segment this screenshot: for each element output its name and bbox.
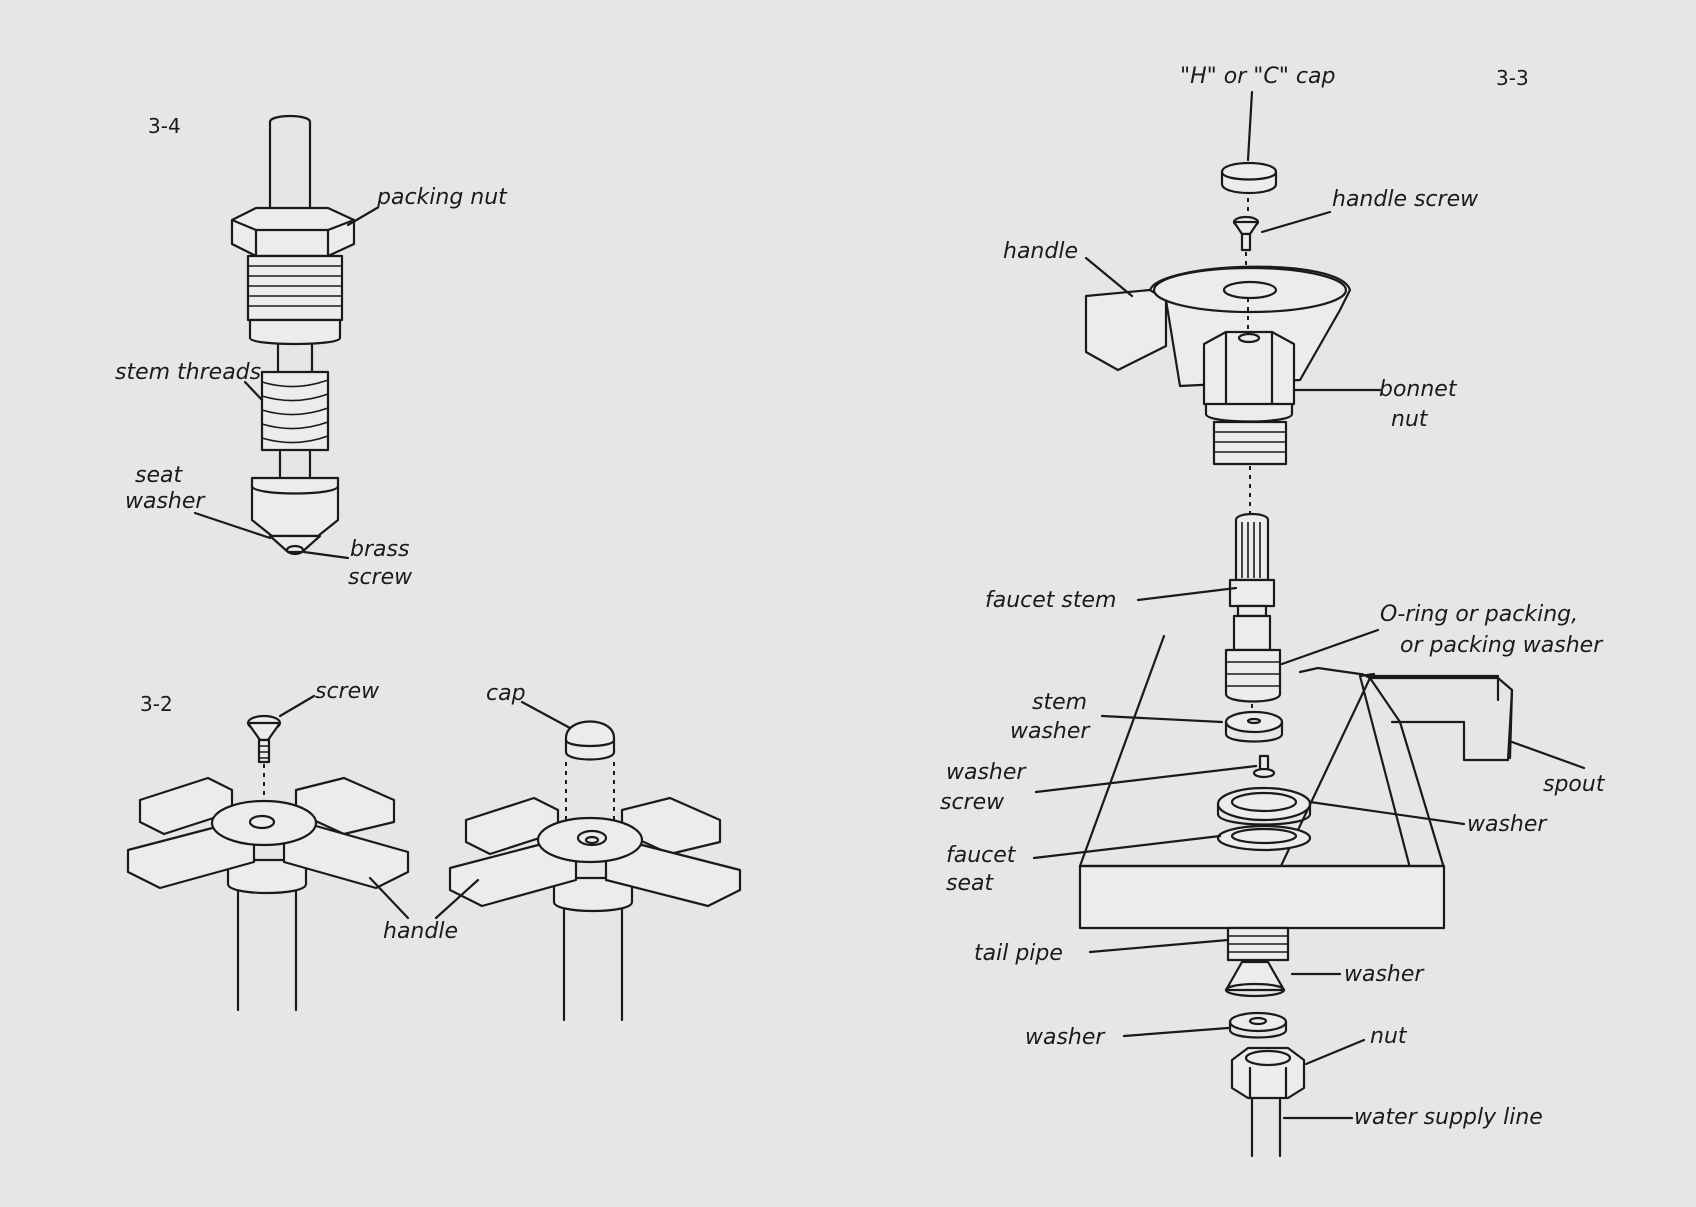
label-bonnet-nut-line1: bonnet: [1379, 377, 1458, 402]
cross-handle-right: [448, 720, 742, 1022]
label-cap: cap: [486, 681, 526, 706]
figure-number-3-2: 3-2: [140, 692, 173, 716]
label-washer-a: washer: [1467, 812, 1548, 837]
figure-3-2-cross-handles: 3-2: [126, 679, 742, 1022]
label-washer-screw-line1: washer: [946, 760, 1027, 785]
label-faucet-stem: faucet stem: [985, 588, 1116, 613]
label-spout: spout: [1543, 772, 1606, 797]
label-washer-screw-line2: screw: [940, 790, 1005, 815]
label-stem-washer-line2: washer: [1010, 719, 1091, 744]
label-handle: handle: [1003, 239, 1078, 264]
label-oring-line1: O-ring or packing,: [1380, 602, 1578, 627]
figure-3-3-compression-faucet: 3-3: [940, 64, 1606, 1158]
label-handle-screw: handle screw: [1332, 187, 1479, 212]
figure-number-3-4: 3-4: [148, 114, 181, 138]
label-washer-b: washer: [1344, 962, 1425, 987]
label-hc-cap: "H" or "C" cap: [1180, 64, 1335, 89]
cross-handle-left: [126, 714, 410, 1012]
label-water-supply-line: water supply line: [1354, 1105, 1543, 1130]
label-brass-screw-line1: brass: [350, 537, 409, 562]
figure-3-4-stem-assembly: 3-4 packing nut stem threads seat washer…: [115, 114, 508, 590]
label-seat-washer-line2: washer: [125, 489, 206, 514]
label-bonnet-nut-line2: nut: [1391, 407, 1429, 432]
label-tail-pipe: tail pipe: [974, 941, 1063, 966]
label-screw: screw: [315, 679, 380, 704]
label-handle-cross: handle: [383, 919, 458, 944]
label-nut: nut: [1370, 1024, 1408, 1049]
label-stem-washer-line1: stem: [1032, 690, 1087, 715]
label-stem-threads: stem threads: [115, 360, 261, 385]
label-oring-line2: or packing washer: [1400, 633, 1604, 658]
label-seat-washer-line1: seat: [135, 463, 183, 488]
label-faucet-seat-line2: seat: [946, 871, 994, 896]
label-washer-c: washer: [1025, 1025, 1106, 1050]
label-brass-screw-line2: screw: [348, 565, 413, 590]
figure-number-3-3: 3-3: [1496, 66, 1529, 90]
label-packing-nut: packing nut: [376, 185, 508, 210]
label-faucet-seat-line1: faucet: [946, 843, 1017, 868]
